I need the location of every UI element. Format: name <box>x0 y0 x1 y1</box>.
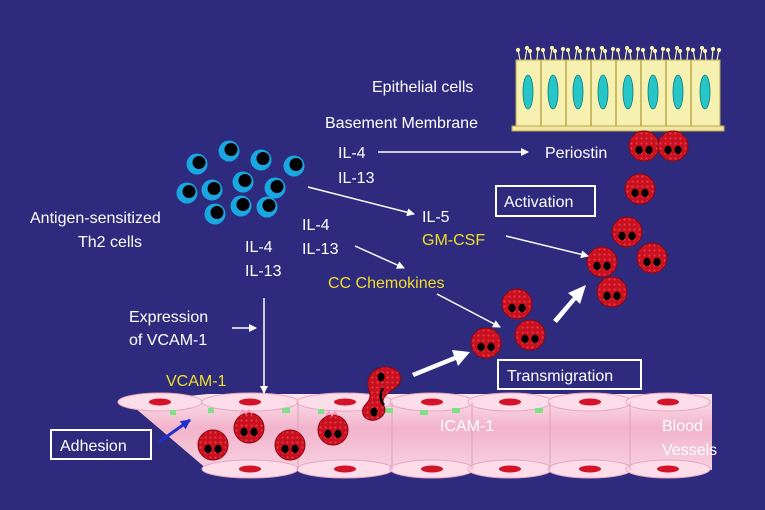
th2-to-il5-arrow <box>307 186 415 217</box>
activation-block-arrow <box>553 285 586 323</box>
transmigrating-eosinophil <box>362 366 402 421</box>
blood-vessel <box>117 392 712 479</box>
gmcsf-to-eosinophil-arrow <box>505 235 589 259</box>
pathway-arrows <box>232 148 589 394</box>
th2-cell-cluster <box>176 140 305 225</box>
periostin-label: Periostin <box>545 145 607 162</box>
epithelial-cells-label: Epithelial cells <box>372 79 473 96</box>
il13-label-middle: IL-13 <box>302 241 339 258</box>
expression-label: Expression <box>129 309 208 326</box>
il4-label-middle: IL-4 <box>302 217 330 234</box>
adhesion-molecules <box>170 408 543 415</box>
icam1-label: ICAM-1 <box>440 418 494 435</box>
il5-label: IL-5 <box>422 209 450 226</box>
of-vcam1-label: of VCAM-1 <box>129 332 207 349</box>
il13-to-chemokines-arrow <box>354 245 405 269</box>
chemokines-to-eosinophil-arrow <box>436 293 501 328</box>
gmcsf-label: GM-CSF <box>422 232 485 249</box>
basement-membrane-label: Basement Membrane <box>325 115 478 132</box>
transmigration-box <box>497 359 642 390</box>
migration-block-arrows <box>412 285 586 377</box>
transmigration-block-arrow <box>412 350 470 377</box>
migrating-eosinophils <box>470 130 689 359</box>
antigen-sensitized-label: Antigen-sensitized <box>30 210 161 227</box>
il4-label-left: IL-4 <box>245 239 273 256</box>
activation-label: Activation <box>504 194 573 211</box>
epithelium <box>511 45 725 132</box>
adhesion-box <box>50 429 152 460</box>
cilia <box>515 45 722 61</box>
transmigration-label: Transmigration <box>507 368 613 385</box>
adhesion-label: Adhesion <box>60 438 127 455</box>
vcam1-label: VCAM-1 <box>166 373 227 390</box>
adhesion-arrow <box>158 418 191 444</box>
il13-label-top: IL-13 <box>338 170 375 187</box>
activation-box <box>495 185 596 217</box>
eosinophils-in-vessel <box>197 409 349 461</box>
vessels-label: Vessels <box>662 442 717 459</box>
il4-label-top: IL-4 <box>338 145 366 162</box>
blood-label: Blood <box>662 418 703 435</box>
il13-label-left: IL-13 <box>245 263 282 280</box>
cc-chemokines-label: CC Chemokines <box>328 275 444 292</box>
th2-cells-label: Th2 cells <box>78 234 142 251</box>
